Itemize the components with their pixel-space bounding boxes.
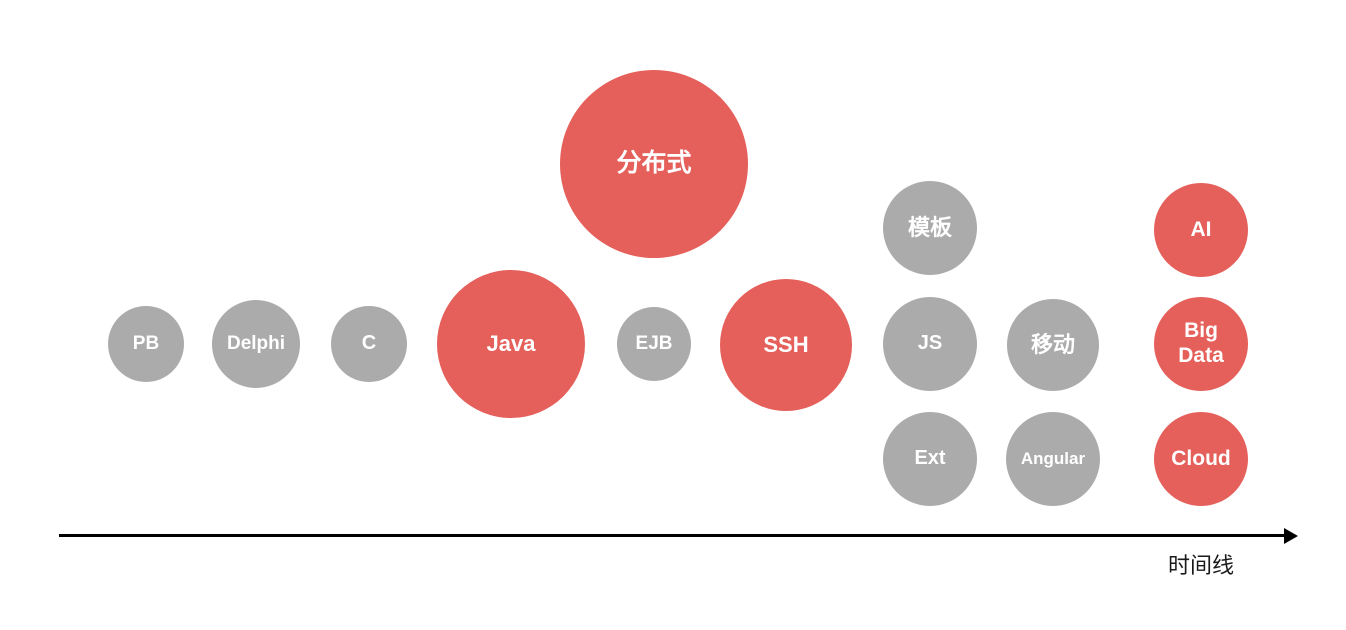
timeline-arrow-icon [1284,527,1298,544]
bubble-cloud[interactable]: Cloud [1154,412,1248,506]
bubble-label: Angular [1020,448,1086,468]
bubble-angular[interactable]: Angular [1006,412,1100,506]
bubble-label: SSH [763,332,809,358]
bubble-label: C [361,332,377,355]
bubble-label: 移动 [1030,332,1075,358]
bubble-java[interactable]: Java [437,270,585,418]
timeline-axis-line [59,534,1286,537]
bubble-ssh[interactable]: SSH [720,279,852,411]
bubble-ai[interactable]: AI [1154,183,1248,277]
bubble-delphi[interactable]: Delphi [212,300,300,388]
bubble-ejb[interactable]: EJB [617,307,691,381]
bubble-c[interactable]: C [331,306,407,382]
bubble-label: 分布式 [616,149,692,178]
bubble-js[interactable]: JS [883,297,977,391]
bubble-label: Java [486,331,536,357]
bubble-mobile[interactable]: 移动 [1007,299,1099,391]
bubble-ext[interactable]: Ext [883,412,977,506]
bubble-label: AI [1190,217,1212,241]
bubble-pb[interactable]: PB [108,306,184,382]
timeline-axis-label: 时间线 [1168,553,1235,578]
bubble-label: JS [917,332,943,355]
bubble-template[interactable]: 模板 [883,181,977,275]
bubble-bigdata[interactable]: Big Data [1154,297,1248,391]
bubble-label: PB [132,332,160,354]
bubble-label: Big Data [1178,319,1224,367]
bubble-label: Cloud [1171,446,1231,470]
bubble-label: Ext [914,447,946,470]
bubble-label: 模板 [907,215,952,241]
bubble-distributed[interactable]: 分布式 [560,70,748,258]
bubble-label: Delphi [226,332,286,354]
bubble-label: EJB [635,332,673,354]
